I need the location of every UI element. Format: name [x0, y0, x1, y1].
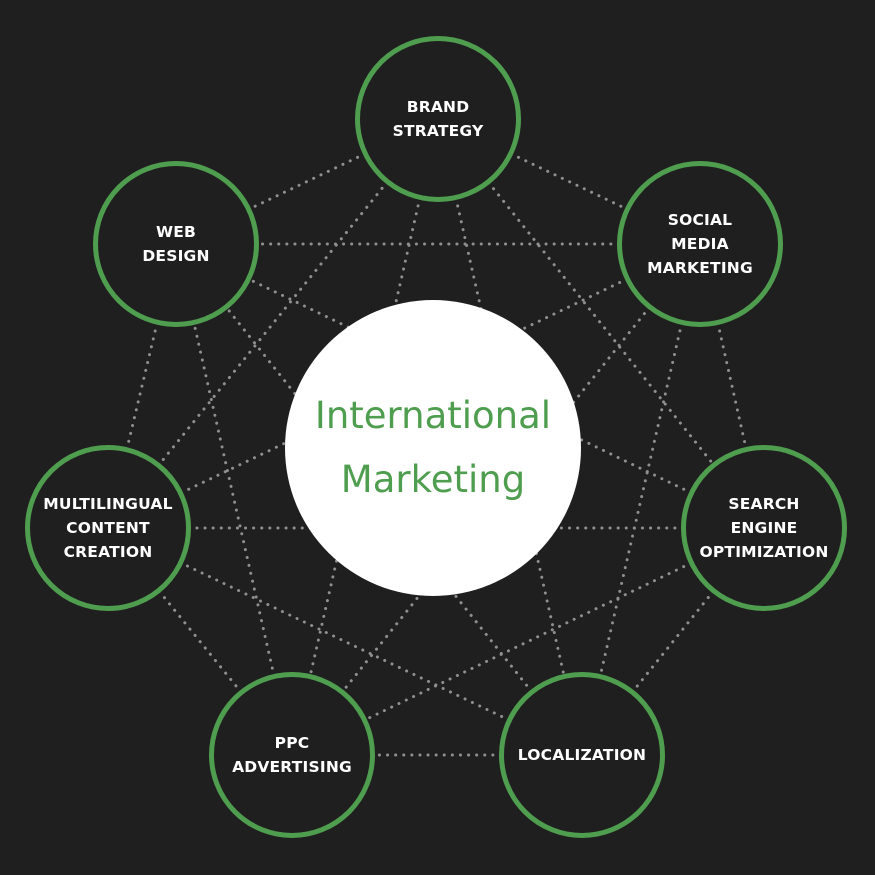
center-circle: International Marketing: [285, 300, 581, 596]
node-label: WEB DESIGN: [142, 223, 210, 265]
connection-line: [436, 117, 584, 757]
node-label: MULTILINGUAL CONTENT CREATION: [43, 495, 173, 561]
connection-line: [580, 242, 702, 757]
connection-line: [106, 117, 440, 530]
node-brand-strategy: BRAND STRATEGY: [355, 36, 521, 202]
connection-line: [290, 117, 440, 757]
node-ppc-advertising: PPC ADVERTISING: [209, 672, 375, 838]
node-web-design: WEB DESIGN: [93, 161, 259, 327]
connection-line: [174, 242, 294, 757]
node-localization: LOCALIZATION: [499, 672, 665, 838]
node-search-engine-optimization: SEARCH ENGINE OPTIMIZATION: [681, 445, 847, 611]
node-label: SOCIAL MEDIA MARKETING: [647, 211, 753, 277]
connection-line: [106, 526, 584, 757]
node-multilingual-content-creation: MULTILINGUAL CONTENT CREATION: [25, 445, 191, 611]
connection-line: [290, 526, 766, 757]
center-title: International Marketing: [314, 394, 552, 501]
node-label: SEARCH ENGINE OPTIMIZATION: [699, 495, 829, 561]
connection-line: [174, 242, 584, 757]
node-label: BRAND STRATEGY: [392, 98, 484, 140]
node-label: PPC ADVERTISING: [232, 734, 352, 776]
node-label: LOCALIZATION: [517, 746, 647, 764]
node-social-media-marketing: SOCIAL MEDIA MARKETING: [617, 161, 783, 327]
connection-line: [174, 242, 766, 530]
